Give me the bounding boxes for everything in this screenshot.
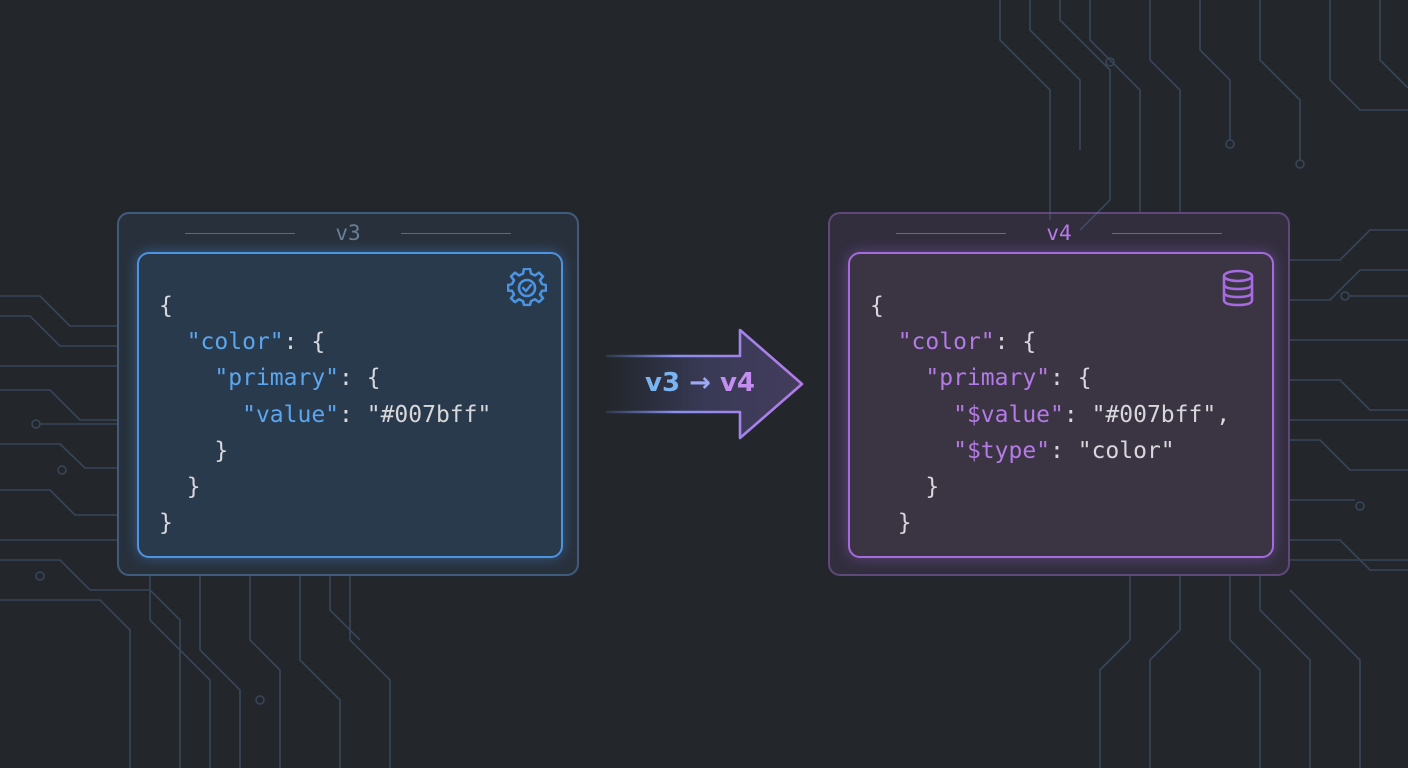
arrow-to: v4 bbox=[719, 368, 756, 398]
v3-title: v3 bbox=[335, 221, 361, 245]
code-key: "$value" bbox=[953, 401, 1064, 428]
code-rest: { bbox=[870, 293, 884, 319]
code-line: "primary": { bbox=[159, 360, 491, 396]
code-line: "$value": "#007bff", bbox=[870, 397, 1230, 433]
code-line: { bbox=[159, 288, 491, 324]
code-key: "$type" bbox=[953, 437, 1051, 464]
v3-code-box: { "color": { "primary": { "value": "#007… bbox=[137, 252, 563, 558]
code-key: "primary" bbox=[925, 365, 1051, 392]
code-rest: : { bbox=[283, 329, 326, 356]
code-line: { bbox=[870, 288, 1230, 324]
database-icon bbox=[1222, 269, 1254, 307]
code-line: "$type": "color" bbox=[870, 433, 1230, 469]
v4-panel: v4 { "color": { "primary": { "$value": "… bbox=[828, 212, 1290, 576]
code-rest: } bbox=[186, 473, 201, 500]
code-rest: { bbox=[159, 293, 173, 319]
code-key: "color" bbox=[186, 329, 284, 356]
code-key: "color" bbox=[897, 329, 995, 356]
code-rest: } bbox=[925, 473, 940, 500]
code-rest: } bbox=[897, 510, 912, 537]
v3-panel-header: v3 bbox=[119, 220, 577, 246]
title-rule-left bbox=[185, 233, 295, 234]
code-rest: : "#007bff" bbox=[339, 401, 492, 428]
arrow-from: v3 bbox=[645, 368, 681, 398]
code-line: "primary": { bbox=[870, 360, 1230, 396]
code-key: "primary" bbox=[214, 365, 340, 392]
v4-panel-header: v4 bbox=[830, 220, 1288, 246]
code-line: "value": "#007bff" bbox=[159, 397, 491, 433]
gear-check-icon bbox=[507, 268, 547, 307]
code-key: "value" bbox=[242, 401, 340, 428]
title-rule-left bbox=[896, 233, 1006, 234]
title-rule-right bbox=[1112, 233, 1222, 234]
code-rest: } bbox=[214, 437, 229, 464]
code-line: } bbox=[159, 433, 491, 469]
v4-code-box: { "color": { "primary": { "$value": "#00… bbox=[848, 252, 1274, 558]
code-line: } bbox=[870, 469, 1230, 505]
arrow-label: v3 → v4 bbox=[645, 366, 755, 400]
code-line: "color": { bbox=[870, 324, 1230, 360]
code-rest: : { bbox=[994, 329, 1037, 356]
code-rest: } bbox=[159, 510, 173, 537]
code-rest: : "#007bff", bbox=[1063, 401, 1231, 428]
code-line: } bbox=[159, 469, 491, 505]
v4-title: v4 bbox=[1046, 221, 1072, 245]
code-rest: : { bbox=[1050, 365, 1092, 392]
conversion-arrow bbox=[606, 328, 804, 440]
code-rest: : "color" bbox=[1050, 437, 1175, 464]
v3-panel: v3 { "color": { "primary": { "value": "#… bbox=[117, 212, 579, 576]
code-line: "color": { bbox=[159, 324, 491, 360]
title-rule-right bbox=[401, 233, 511, 234]
code-rest: : { bbox=[339, 365, 381, 392]
v3-json-code: { "color": { "primary": { "value": "#007… bbox=[159, 288, 491, 541]
v4-json-code: { "color": { "primary": { "$value": "#00… bbox=[870, 288, 1230, 541]
code-line: } bbox=[870, 505, 1230, 541]
arrow-separator: → bbox=[689, 368, 711, 398]
code-line: } bbox=[159, 505, 491, 541]
